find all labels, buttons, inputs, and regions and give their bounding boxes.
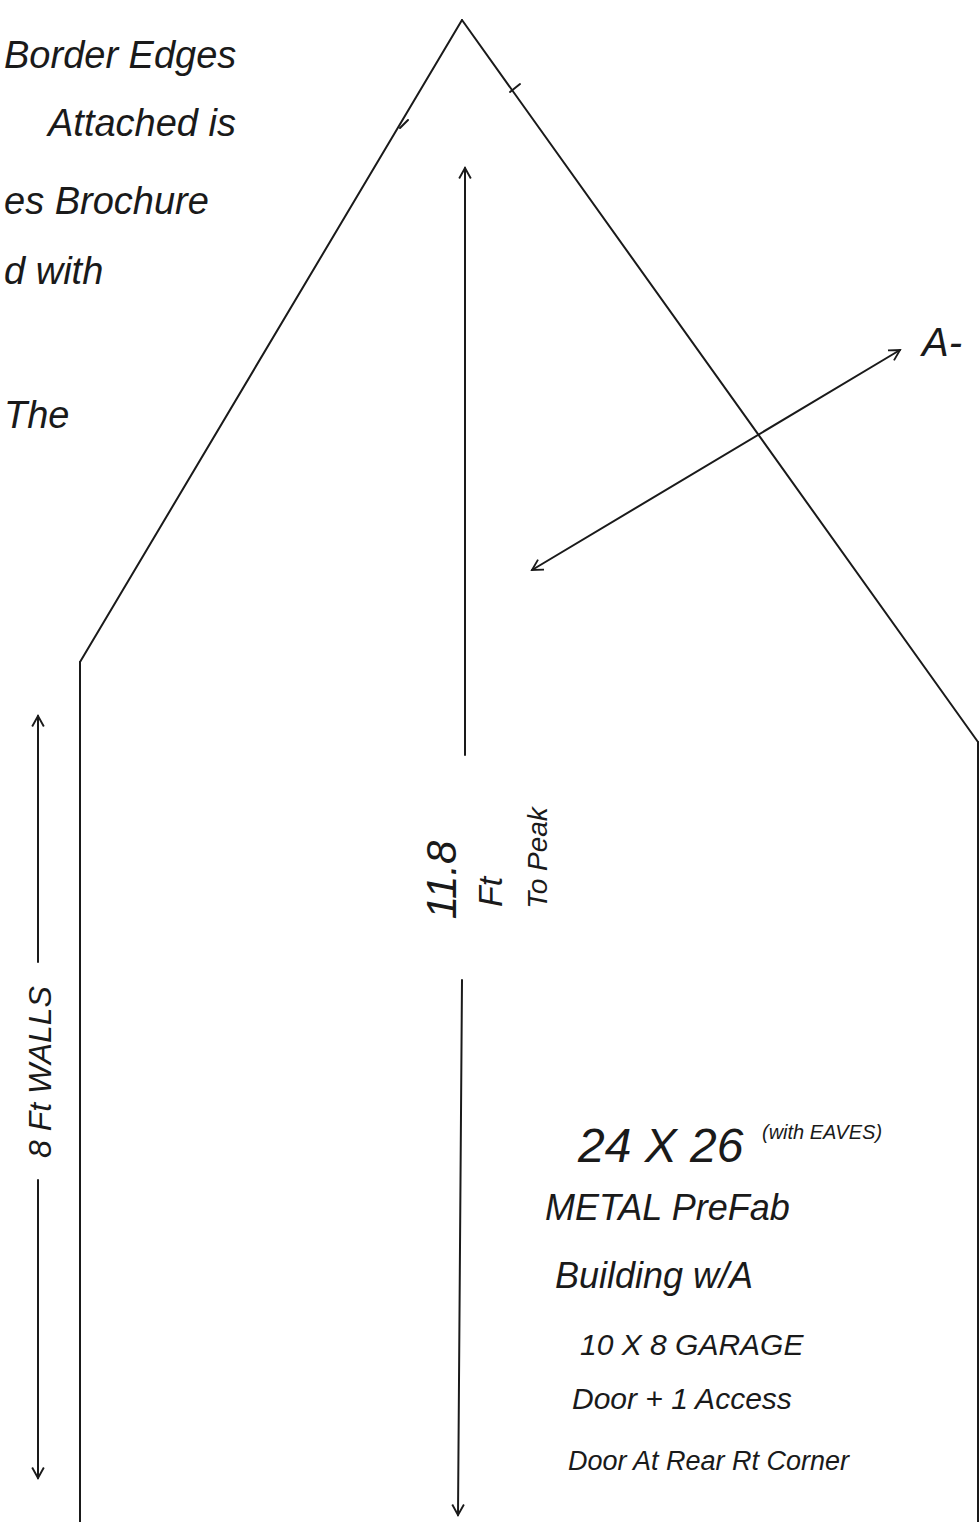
wall-dimension — [37, 716, 39, 962]
note-text: es Brochure — [4, 182, 209, 220]
sketch-mark — [400, 120, 408, 128]
note-text: Door + 1 Access — [572, 1384, 792, 1414]
left-wall — [79, 662, 81, 1522]
roof-right — [462, 20, 978, 742]
wall-dimension — [37, 1180, 39, 1478]
note-text: METAL PreFab — [545, 1190, 790, 1226]
note-text: (with EAVES) — [762, 1122, 882, 1142]
note-text: Ft — [473, 877, 507, 907]
note-text: 8 Ft WALLS — [24, 986, 56, 1158]
height-dimension — [458, 980, 462, 1515]
note-text: A- — [922, 322, 962, 362]
callout-arrow — [532, 350, 900, 570]
note-text: Attached is — [48, 104, 236, 142]
sketch-mark — [510, 84, 520, 92]
note-text: Building w/A — [555, 1258, 753, 1294]
note-text: Border Edges — [4, 36, 236, 74]
note-text: Door At Rear Rt Corner — [568, 1448, 849, 1475]
note-text: d with — [4, 252, 103, 290]
note-text: 11.8 — [421, 841, 463, 920]
note-text: The — [4, 396, 69, 434]
note-text: 10 X 8 GARAGE — [580, 1330, 803, 1360]
note-text: To Peak — [524, 807, 552, 909]
height-dimension — [464, 168, 466, 755]
right-wall — [977, 742, 979, 1522]
note-text: 24 X 26 — [578, 1122, 743, 1170]
